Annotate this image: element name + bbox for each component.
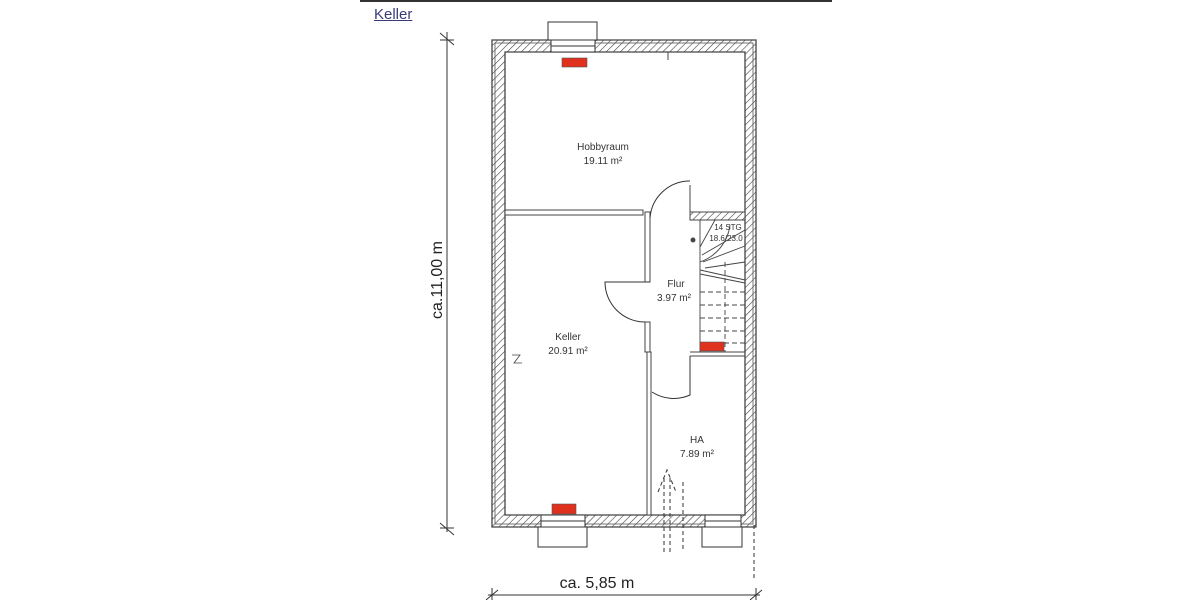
heater-flur — [699, 341, 725, 352]
height-dimension-line — [439, 32, 455, 536]
width-dimension-line — [485, 588, 763, 600]
room-area-hobbyraum: 19.11 m² — [584, 156, 623, 167]
room-area-flur: 3.97 m² — [657, 293, 692, 304]
stair-steps-label: 14 STG — [714, 223, 742, 232]
doors — [604, 180, 691, 399]
width-dimension-label: ca. 5,85 m — [560, 575, 635, 592]
window-top — [547, 21, 598, 53]
heater-hobbyraum — [561, 57, 588, 68]
header-divider — [360, 0, 832, 2]
window-bottom-right — [701, 514, 743, 548]
window-bottom-left — [537, 514, 588, 548]
exterior-walls — [491, 39, 757, 528]
entrance-arrow-icon — [657, 468, 755, 580]
height-dimension-label: ca.11,00 m — [429, 241, 446, 319]
heater-keller — [551, 503, 577, 515]
stair-ratio-label: 18.6/23.0 — [709, 234, 743, 243]
room-name-keller: Keller — [555, 332, 581, 343]
room-name-hobbyraum: Hobbyraum — [577, 142, 629, 153]
interior-walls — [504, 52, 746, 516]
room-area-keller: 20.91 m² — [548, 346, 588, 357]
room-name-ha: HA — [690, 435, 704, 446]
room-area-ha: 7.89 m² — [680, 449, 715, 460]
wall-symbol-icon — [512, 354, 522, 364]
staircase — [690, 219, 746, 352]
floor-link-keller[interactable]: Keller — [374, 6, 413, 23]
room-name-flur: Flur — [667, 279, 685, 290]
